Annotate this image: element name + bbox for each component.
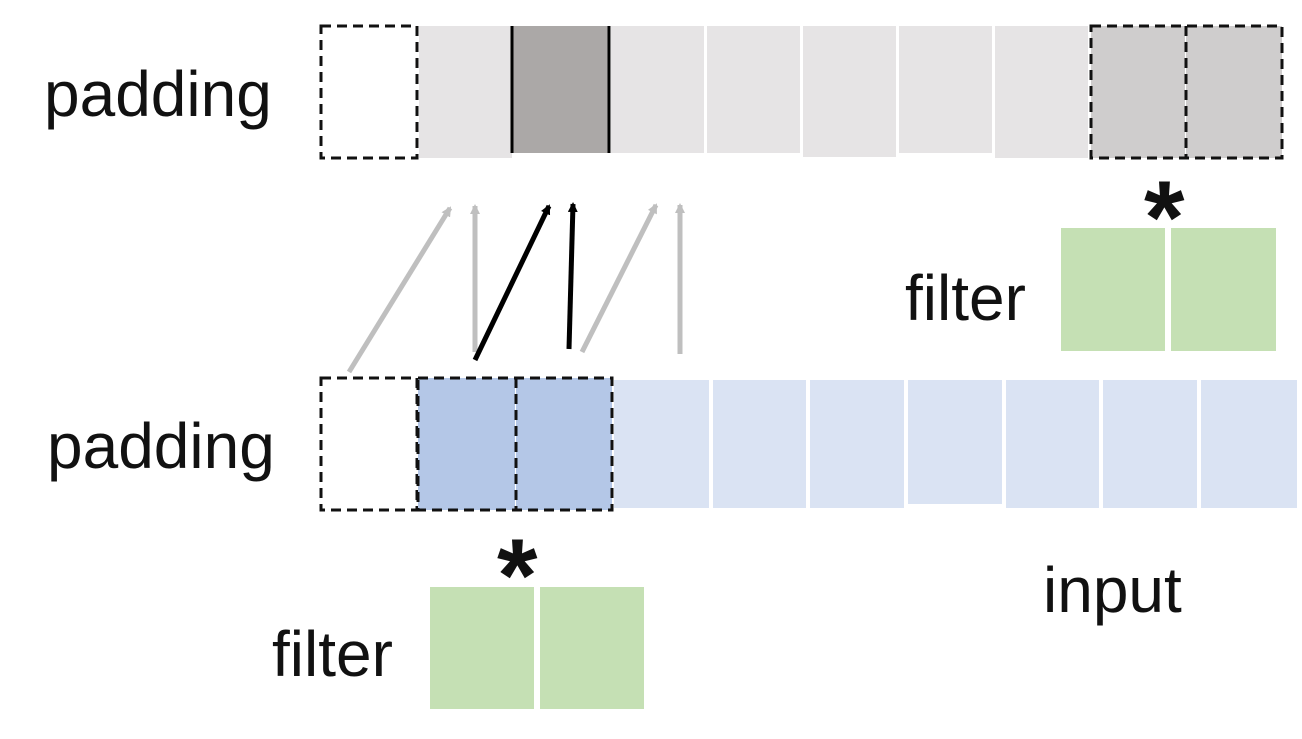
input-cell xyxy=(908,380,1002,504)
filter-cell xyxy=(1061,228,1165,351)
output-cell xyxy=(419,26,512,158)
top-filter-label: filter xyxy=(905,262,1026,334)
black-arrow xyxy=(472,204,552,362)
input-cell xyxy=(1006,380,1099,508)
bottom-filter xyxy=(430,587,644,709)
output-padding-cell xyxy=(319,24,419,160)
bottom-convolution-star: * xyxy=(497,518,538,634)
output-window-cell xyxy=(1091,26,1185,158)
input-cell xyxy=(1103,380,1197,508)
output-cell xyxy=(707,26,800,153)
filter-cell xyxy=(540,587,644,709)
filter-cell xyxy=(1171,228,1276,351)
output-window-cell xyxy=(1186,26,1282,158)
input-label: input xyxy=(1043,554,1182,626)
output-cell xyxy=(899,26,992,153)
filter-cell xyxy=(430,587,534,709)
gray-arrow xyxy=(579,203,659,354)
input-cell xyxy=(810,380,904,508)
top-filter xyxy=(1061,228,1276,351)
top-convolution-star: * xyxy=(1144,160,1185,276)
input-padding-cell xyxy=(319,376,419,512)
input-cell xyxy=(614,380,709,508)
output-row xyxy=(319,24,1284,160)
output-cell xyxy=(611,26,704,153)
input-window-cell xyxy=(418,378,515,510)
gray-arrow xyxy=(346,206,453,374)
bottom-filter-label: filter xyxy=(272,618,393,690)
top-padding-label: padding xyxy=(44,58,272,130)
black-arrow xyxy=(566,202,578,350)
input-cell xyxy=(1201,380,1297,508)
input-window-cell xyxy=(516,378,612,510)
output-cell xyxy=(803,26,896,157)
input-row xyxy=(319,376,1297,512)
input-cell xyxy=(713,380,806,508)
arrows xyxy=(346,202,685,374)
bottom-padding-label: padding xyxy=(47,410,275,482)
output-cell-highlight xyxy=(512,26,609,153)
output-cell xyxy=(995,26,1088,158)
